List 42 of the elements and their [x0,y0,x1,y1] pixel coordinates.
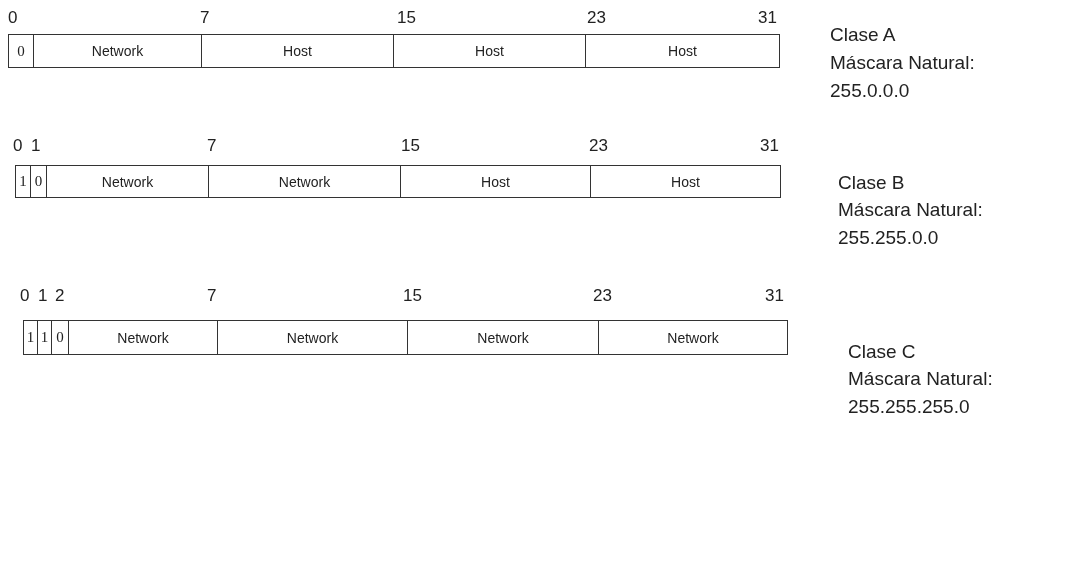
address-field: Network [33,34,202,68]
bit-position-number: 7 [200,8,210,28]
address-field: Network [68,320,218,355]
bit-position-number: 23 [593,286,612,306]
bit-value-field: 0 [8,34,34,68]
address-field: Network [208,165,401,198]
bit-position-number: 15 [401,136,420,156]
bit-value-field: 1 [23,320,38,355]
bit-value-field: 0 [30,165,47,198]
natural-mask-text: Máscara Natural: 255.0.0.0 [830,51,976,103]
address-field: Host [585,34,780,68]
bit-value-field: 1 [15,165,31,198]
bit-position-number: 1 [31,136,41,156]
natural-mask-text: Máscara Natural: 255.255.255.0 [848,367,994,419]
bit-value-field: 1 [37,320,52,355]
address-field: Host [393,34,586,68]
bit-position-number: 15 [397,8,416,28]
bit-position-number: 15 [403,286,422,306]
bit-value-field: 0 [51,320,69,355]
address-field: Host [590,165,781,198]
bit-position-number: 0 [20,286,30,306]
bit-position-number: 1 [38,286,48,306]
address-field: Network [217,320,408,355]
bit-position-number: 0 [8,8,18,28]
bit-position-number: 2 [55,286,65,306]
bit-position-number: 7 [207,136,217,156]
bit-position-number: 31 [758,8,777,28]
address-class-name: Clase A [830,23,897,47]
address-field: Network [46,165,209,198]
address-field: Host [400,165,591,198]
bit-position-number: 23 [589,136,608,156]
address-class-name: Clase C [848,340,917,364]
address-field: Network [598,320,788,355]
natural-mask-text: Máscara Natural: 255.255.0.0 [838,198,984,250]
address-class-name: Clase B [838,171,906,195]
bit-position-number: 31 [765,286,784,306]
address-field: Network [407,320,599,355]
bit-position-number: 0 [13,136,23,156]
bit-position-number: 7 [207,286,217,306]
address-field: Host [201,34,394,68]
bit-position-number: 23 [587,8,606,28]
bit-position-number: 31 [760,136,779,156]
